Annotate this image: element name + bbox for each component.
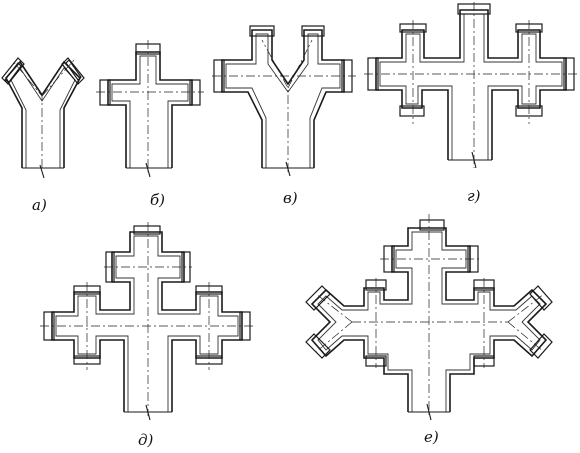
figure-a-y-shape bbox=[1, 57, 85, 179]
figure-e-stepped-diagonal bbox=[305, 214, 553, 421]
label-figure-v: в) bbox=[283, 189, 298, 207]
label-figure-d: д) bbox=[138, 431, 154, 449]
label-figure-e: е) bbox=[424, 428, 439, 446]
figure-b-cross bbox=[96, 40, 204, 178]
label-figure-a: а) bbox=[32, 196, 47, 214]
figure-d-stepped-cross bbox=[40, 222, 254, 421]
figure-g-wide-cross bbox=[364, 2, 578, 169]
label-figure-g: г) bbox=[467, 187, 481, 205]
figure-v-y-wings bbox=[212, 25, 356, 177]
label-figure-b: б) bbox=[150, 191, 166, 209]
